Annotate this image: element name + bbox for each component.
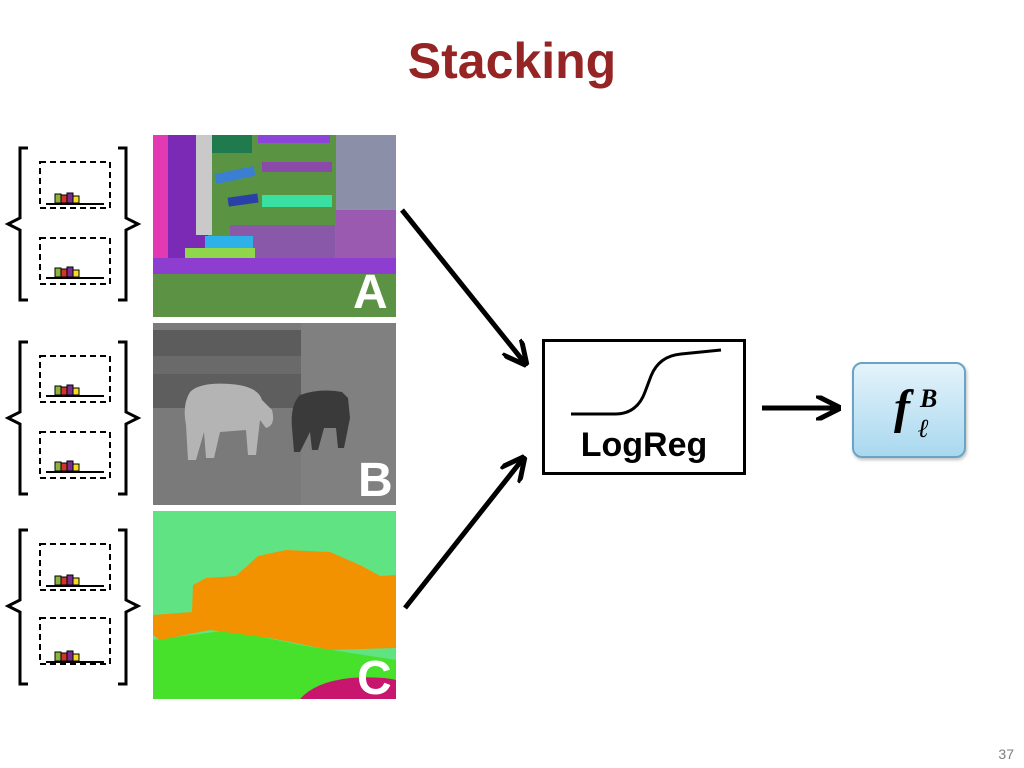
slide-title: Stacking: [407, 33, 617, 89]
panel-label-c: C: [357, 652, 392, 705]
panel-label-b: B: [358, 454, 393, 507]
feature-group-a: [4, 146, 142, 302]
feature-box: [39, 237, 111, 285]
panel-label-a: A: [353, 266, 388, 319]
bracket-icon: [118, 340, 142, 496]
logreg-box: LogReg: [542, 339, 746, 475]
page-number: 37: [998, 746, 1014, 762]
sigmoid-icon: [571, 348, 722, 416]
histogram-icon: [54, 266, 80, 278]
histogram-icon: [54, 192, 80, 204]
bracket-icon: [118, 146, 142, 302]
histogram-icon: [54, 650, 80, 662]
histogram-icon: [54, 574, 80, 586]
output-superscript: B: [920, 384, 938, 413]
feature-group-b: [4, 340, 142, 496]
bracket-icon: [4, 146, 28, 302]
histogram-icon: [54, 460, 80, 472]
logreg-label: LogReg: [580, 426, 708, 464]
feature-group-c: [4, 528, 142, 686]
bracket-icon: [4, 528, 28, 686]
output-subscript: ℓ: [918, 414, 930, 443]
bracket-icon: [4, 340, 28, 496]
segmentation-panel-a: A: [153, 135, 396, 319]
output-symbol: f: [894, 381, 910, 434]
segmentation-panel-c: C: [153, 511, 396, 705]
feature-box: [39, 355, 111, 403]
arrow-icon: [400, 208, 524, 362]
feature-box: [39, 617, 111, 665]
output-classifier-box: f B ℓ: [852, 362, 966, 458]
feature-box: [39, 161, 111, 209]
bracket-icon: [118, 528, 142, 686]
arrow-icon: [403, 460, 522, 610]
histogram-icon: [54, 384, 80, 396]
feature-box: [39, 431, 111, 479]
segmentation-panel-b: B: [153, 323, 396, 507]
feature-box: [39, 543, 111, 591]
